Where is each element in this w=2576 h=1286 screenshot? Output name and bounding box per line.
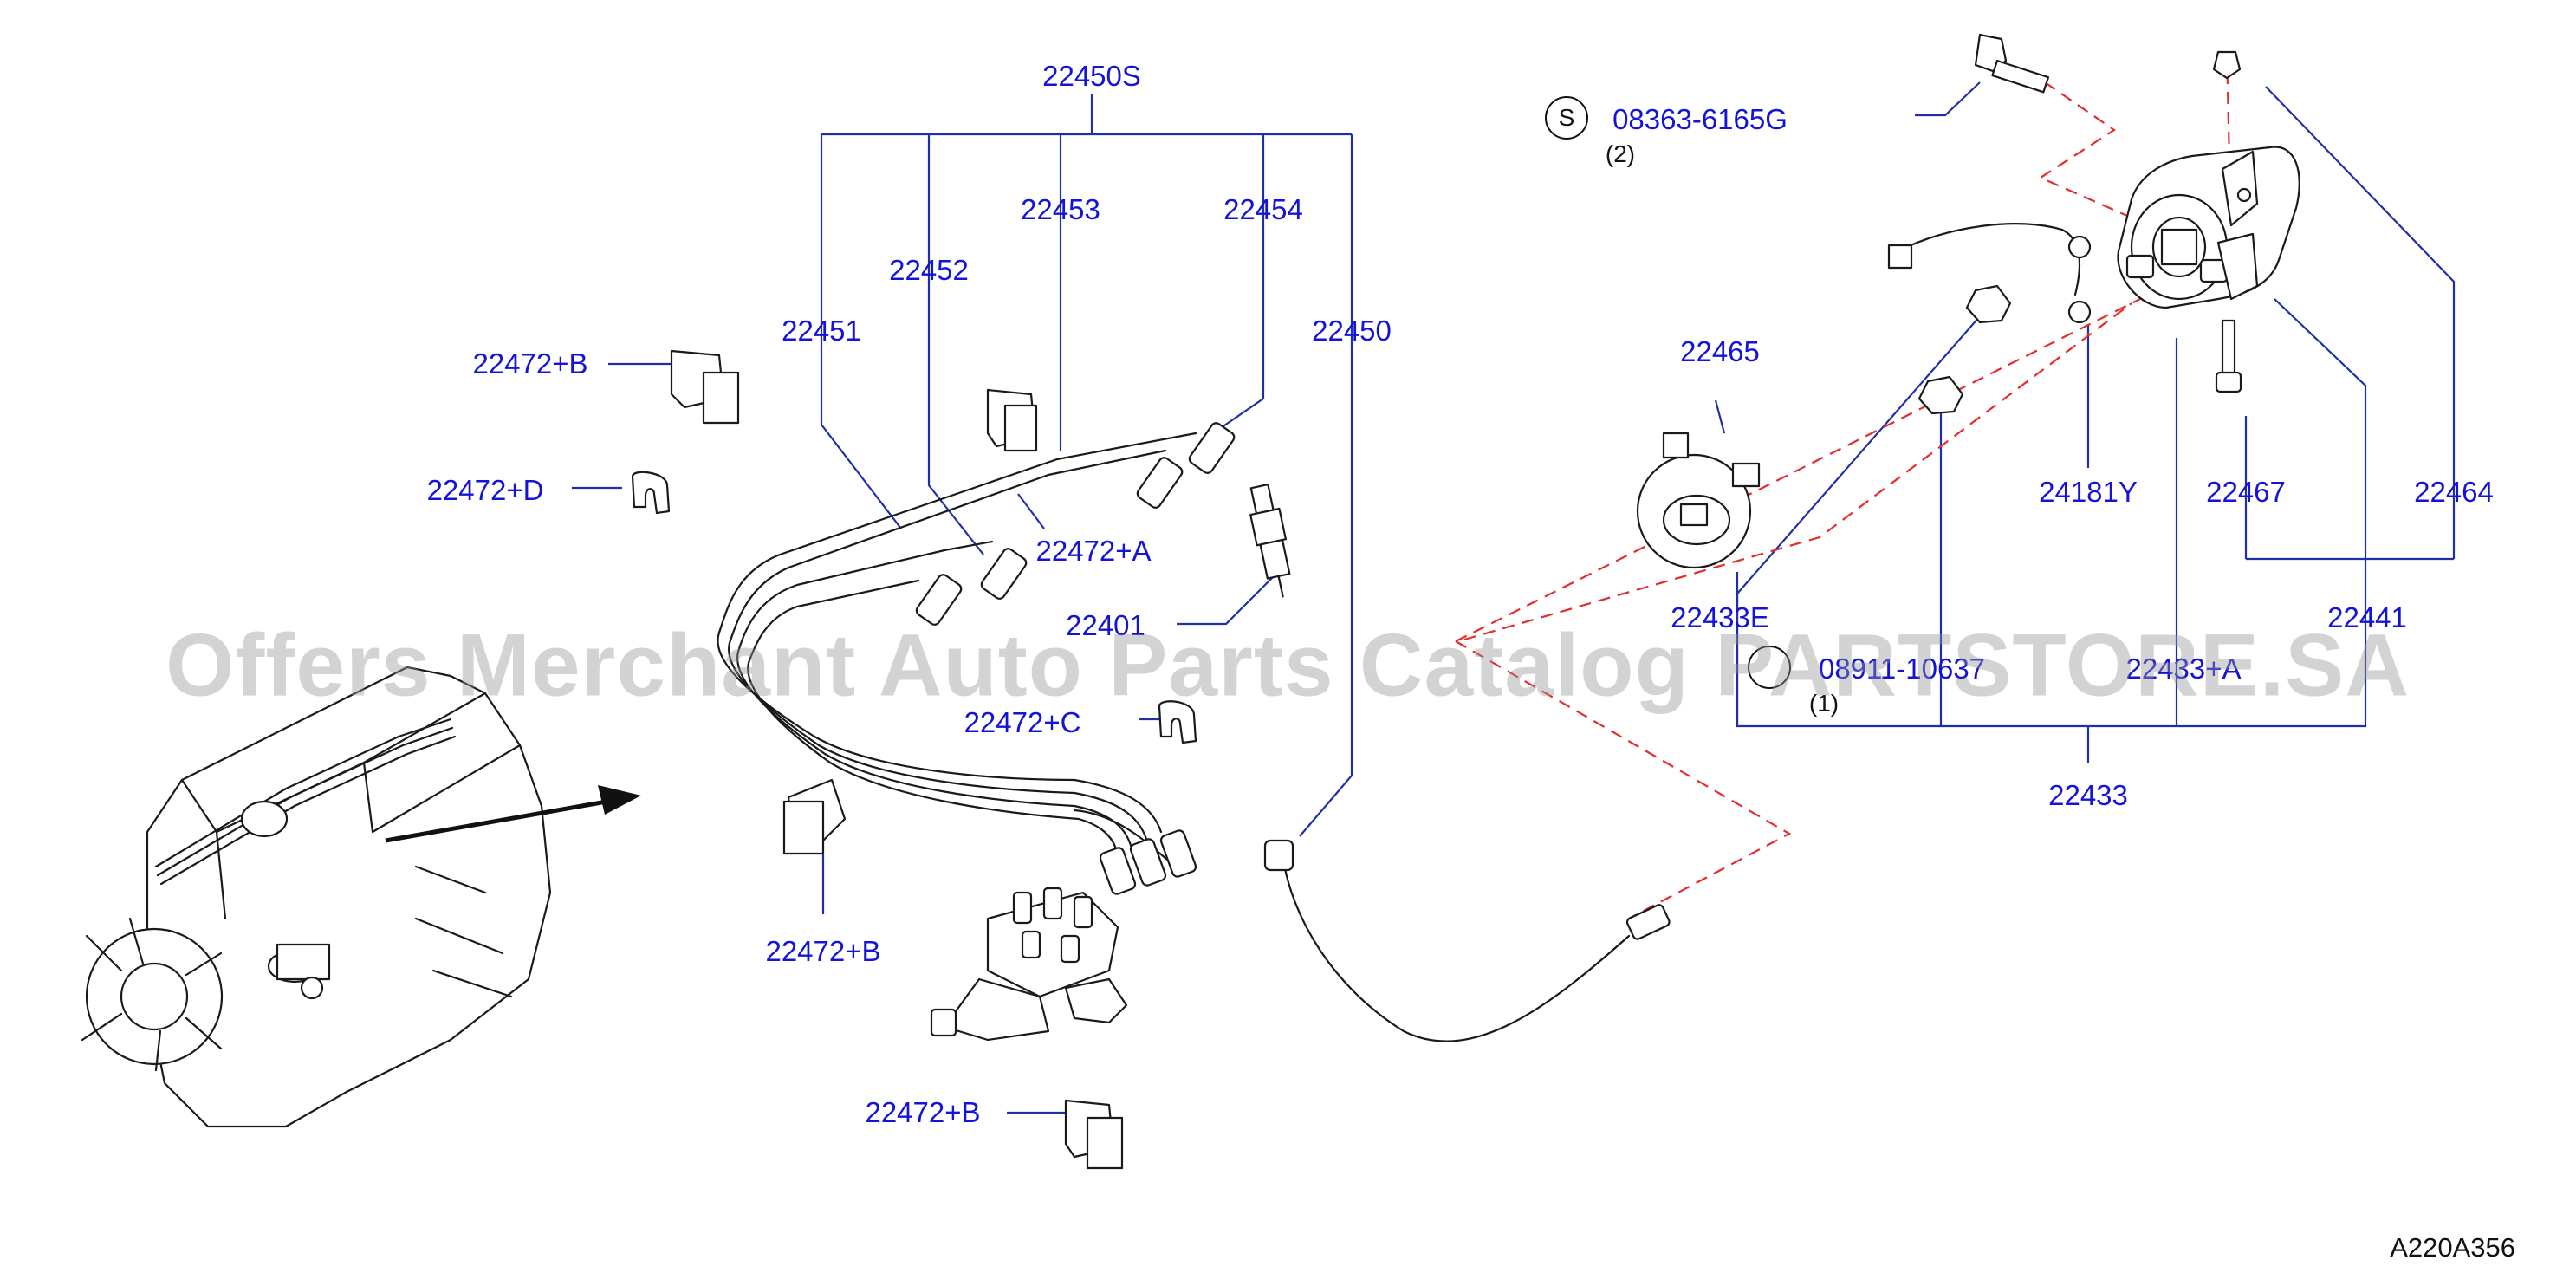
label-22467[interactable]: 22467 (2206, 476, 2286, 508)
label-08363-6165G[interactable]: 08363-6165G (1612, 103, 1788, 135)
quantity-1: (1) (1808, 690, 1840, 717)
label-22433E[interactable]: 22433E (1671, 601, 1769, 633)
assembly-dashed-lines (1455, 51, 2233, 919)
label-22472-D[interactable]: 22472+D (426, 474, 544, 506)
label-22464[interactable]: 22464 (2414, 476, 2494, 508)
distributor (930, 887, 1128, 1042)
spark-plug (1249, 484, 1291, 598)
nuts (1917, 284, 2012, 415)
standard-part-symbol: S (1545, 96, 1588, 140)
label-22472-B-mid[interactable]: 22472+B (765, 935, 881, 967)
label-22433[interactable]: 22433 (2048, 779, 2128, 811)
diagram-code: A220A356 (2390, 1232, 2515, 1263)
label-22451[interactable]: 22451 (782, 315, 861, 347)
label-22472-B-top[interactable]: 22472+B (472, 347, 588, 380)
label-22454[interactable]: 22454 (1223, 193, 1303, 225)
label-22472-B-bottom[interactable]: 22472+B (865, 1096, 981, 1128)
leader-lines (572, 81, 2456, 1114)
label-22450[interactable]: 22450 (1312, 315, 1392, 347)
label-22453[interactable]: 22453 (1021, 193, 1100, 225)
label-22472-A[interactable]: 22472+A (1035, 535, 1152, 567)
label-22452[interactable]: 22452 (889, 254, 969, 286)
quantity-2: (2) (1605, 140, 1636, 167)
ignition-wires (717, 422, 1671, 1042)
direction-arrow (385, 785, 641, 843)
label-24181Y[interactable]: 24181Y (2039, 476, 2138, 508)
engine-block (81, 666, 552, 1128)
wire-clips (631, 349, 1197, 1170)
label-08911-10637[interactable]: 08911-10637 (1818, 653, 1986, 685)
label-22433-A[interactable]: 22433+A (2125, 653, 2242, 685)
label-22465[interactable]: 22465 (1680, 335, 1760, 367)
distributor-cap (1636, 432, 1761, 569)
label-22450S[interactable]: 22450S (1042, 60, 1141, 92)
label-22401[interactable]: 22401 (1066, 609, 1145, 641)
nut-part-symbol (1748, 646, 1791, 689)
ignition-coil (1887, 33, 2300, 393)
label-22441[interactable]: 22441 (2327, 601, 2407, 633)
label-22472-C[interactable]: 22472+C (964, 706, 1081, 738)
